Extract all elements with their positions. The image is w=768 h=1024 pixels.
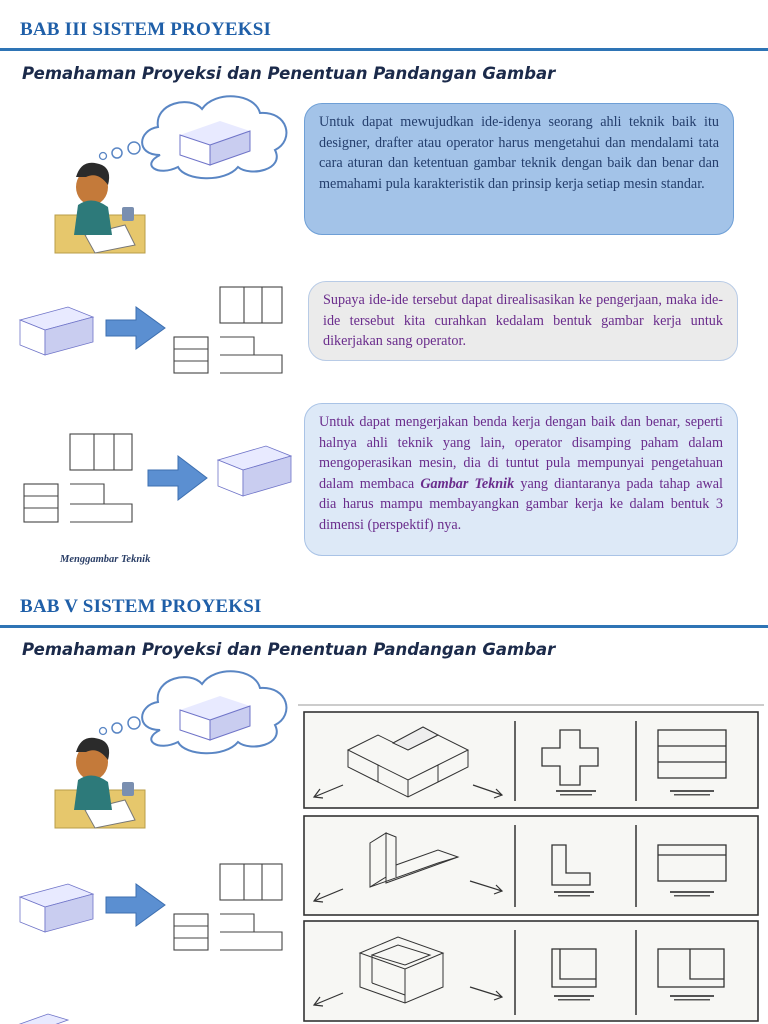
hollow-box-sketch: [358, 936, 445, 1004]
cloud-block-icon: [179, 121, 251, 166]
projection-diagram-3: [18, 863, 283, 951]
chapter-title-1: BAB III SISTEM PROYEKSI: [20, 19, 272, 40]
title-rule-2: [0, 625, 768, 628]
side-view-l: [657, 844, 727, 882]
right-arrow-icon: [105, 883, 166, 927]
thinking-person-illustration-2: [54, 670, 288, 829]
direction-arrow-right: [472, 784, 504, 799]
side-view-square: [657, 948, 725, 988]
isometric-block-icon: [18, 306, 95, 356]
person-at-desk: [54, 162, 146, 254]
isometric-block-icon: [216, 445, 293, 497]
front-view-cross: [541, 729, 599, 786]
projection-panel-1: [303, 711, 759, 809]
orthographic-views: [23, 433, 133, 523]
gambar-teknik-emphasis: Gambar Teknik: [420, 475, 515, 492]
info-box-2: Supaya ide-ide tersebut dapat direalisas…: [308, 281, 738, 361]
front-view-square: [551, 948, 597, 988]
isometric-block-icon: [18, 883, 95, 933]
orthographic-views: [173, 286, 283, 374]
projection-diagram-1: [18, 286, 283, 374]
projection-diagram-2: [23, 433, 293, 523]
side-view-rect: [657, 729, 727, 779]
projection-panel-2: [303, 815, 759, 916]
isometric-block-partial: [18, 1013, 70, 1024]
info-box-3: Untuk dapat mengerjakan benda kerja deng…: [304, 403, 738, 556]
title-rule-1: [0, 48, 768, 51]
subtitle-2: Pemahaman Proyeksi dan Penentuan Pandang…: [22, 640, 556, 659]
projection-panel-3: [303, 920, 759, 1022]
info-box-1: Untuk dapat mewujudkan ide-idenya seoran…: [304, 103, 734, 235]
right-arrow-icon: [147, 454, 208, 502]
person-at-desk: [54, 737, 146, 829]
cross-solid-sketch: [346, 726, 470, 798]
thinking-person-illustration: [54, 95, 288, 254]
chapter-title-2: BAB V SISTEM PROYEKSI: [20, 596, 262, 617]
right-arrow-icon: [105, 306, 166, 350]
figure-caption: Menggambar Teknik: [60, 554, 151, 565]
info-box-3-text-b: yang diantaranya pada tahap awal dia har…: [319, 475, 723, 533]
info-box-3-text-a: Untuk dapat mengerjakan benda kerja deng…: [319, 414, 723, 492]
l-solid-sketch: [369, 832, 460, 888]
front-view-l: [551, 844, 591, 886]
subtitle-1: Pemahaman Proyeksi dan Penentuan Pandang…: [22, 64, 556, 83]
direction-arrow-left: [312, 784, 344, 799]
orthographic-views: [173, 863, 283, 951]
projection-table-figure: [298, 704, 764, 1022]
cloud-block-icon: [179, 696, 251, 741]
